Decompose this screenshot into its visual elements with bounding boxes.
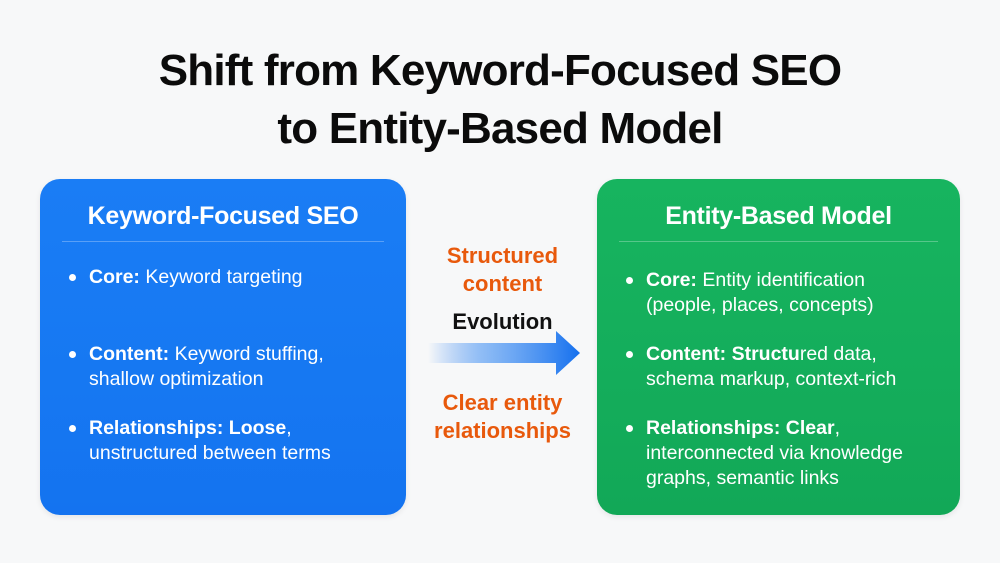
bullet-dot-icon xyxy=(69,351,76,358)
bullet-content: Content: Keyword stuffing, shallow optim… xyxy=(67,342,388,392)
evolution-label: Evolution xyxy=(452,309,553,334)
bullet-relationships: Relationships: Clear, interconnected via… xyxy=(624,416,942,491)
bullet-dot-icon xyxy=(69,274,76,281)
title-line-1: Shift from Keyword-Focused SEO xyxy=(158,46,842,95)
title-line-2: to Entity-Based Model xyxy=(277,104,723,153)
structured-content-label: Structured content xyxy=(446,243,559,296)
entity-based-model-card: Entity-Based Model Core: Entity identifi… xyxy=(597,179,960,515)
bullet-dot-icon xyxy=(626,277,633,284)
card-divider xyxy=(619,241,938,242)
bullet-dot-icon xyxy=(69,425,76,432)
card-heading: Entity-Based Model xyxy=(665,202,892,230)
page-title: Shift from Keyword-Focused SEO to Entity… xyxy=(0,42,1000,158)
right-arrow-icon xyxy=(428,331,580,375)
bullet-dot-icon xyxy=(626,425,633,432)
bullet-relationships: Relationships: Loose, unstructured betwe… xyxy=(67,416,388,466)
keyword-focused-seo-card: Keyword-Focused SEO Core: Keyword target… xyxy=(40,179,406,515)
bullet-core: Core: Keyword targeting xyxy=(67,265,388,290)
bullet-content: Content: Structured data, schema markup,… xyxy=(624,342,942,392)
card-heading: Keyword-Focused SEO xyxy=(87,202,359,230)
clear-entity-relationships-label: Clear entity relationships xyxy=(434,390,571,443)
bullet-dot-icon xyxy=(626,351,633,358)
bullet-core: Core: Entity identification (people, pla… xyxy=(624,268,942,318)
card-divider xyxy=(62,241,384,242)
